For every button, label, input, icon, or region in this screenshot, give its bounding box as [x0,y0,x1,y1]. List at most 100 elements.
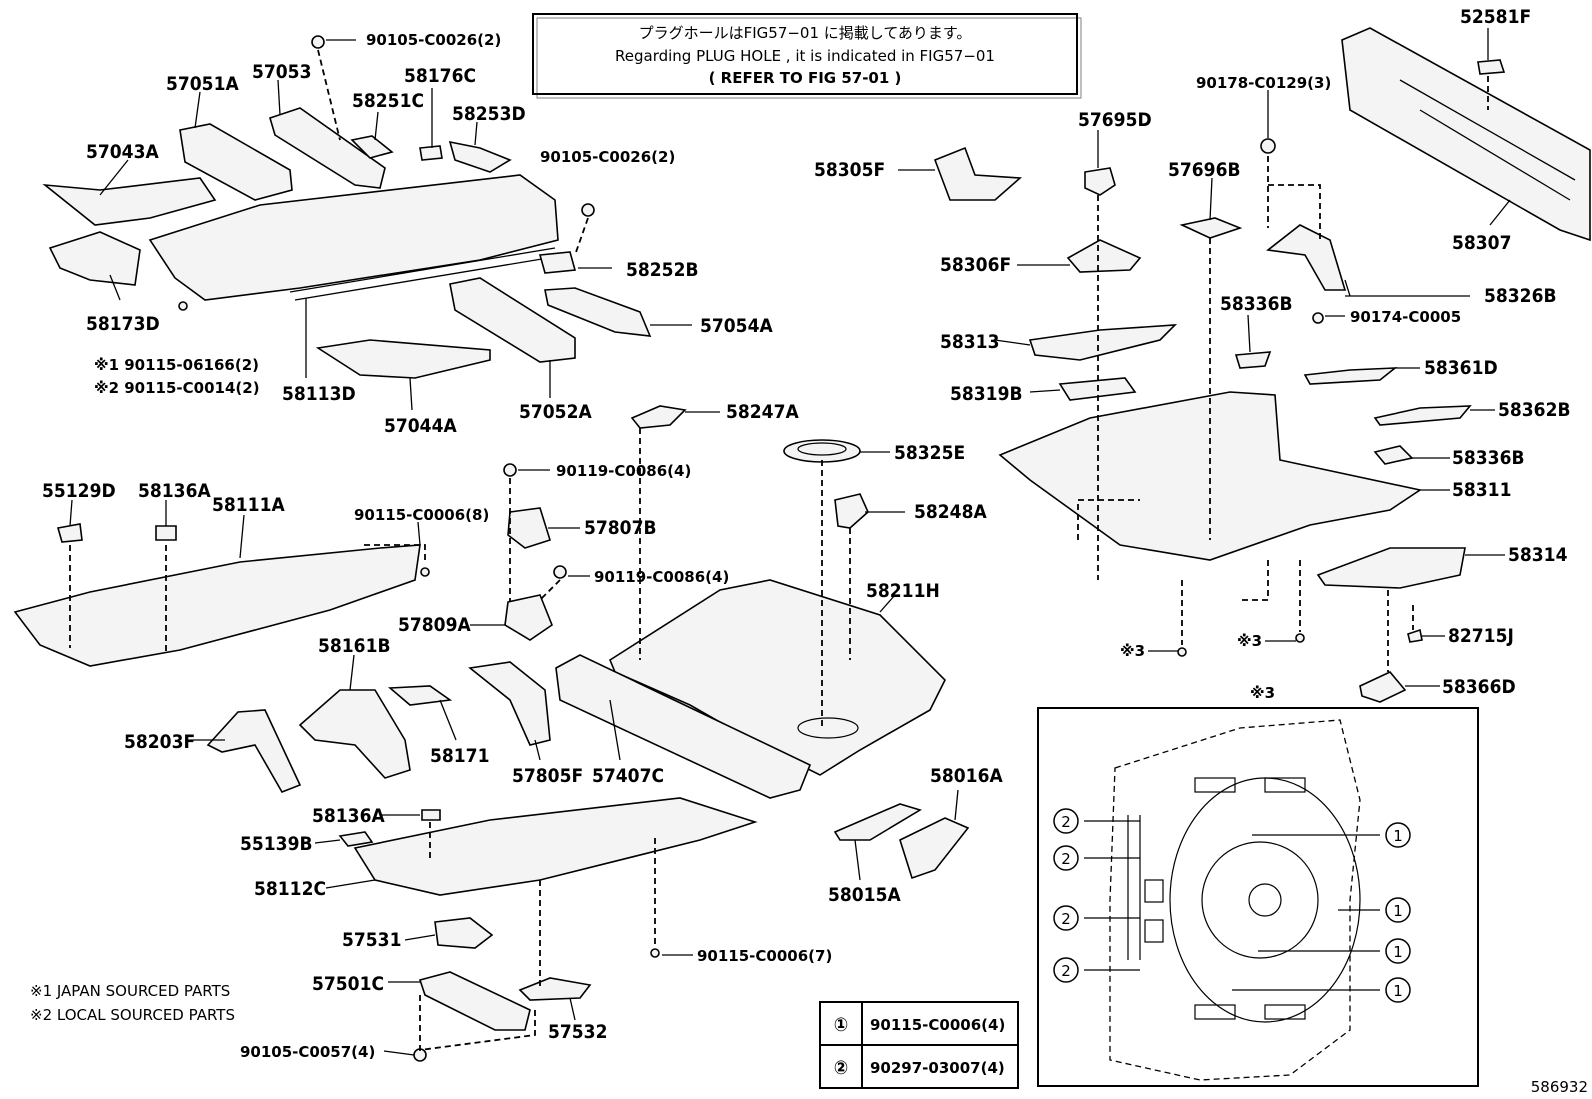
part-58251c[interactable] [350,135,394,159]
part-58211h[interactable] [609,579,946,776]
part-57696b[interactable] [1179,217,1243,239]
label-58326b: 58326B [1484,285,1557,307]
part-57807b[interactable] [507,507,552,549]
detail-title: ※3 [1250,684,1275,702]
label-58111a: 58111A [212,494,285,516]
label-58136a-bottom: 58136A [312,805,385,827]
legend-part-1: 90115-C0006(4) [870,1016,1005,1034]
label-58253d: 58253D [452,103,526,125]
label-58314: 58314 [1508,544,1568,566]
bolt-icon [178,301,188,311]
nut-icon [1312,312,1324,324]
callout-2: 2 [1061,910,1071,928]
part-58136a-top[interactable] [155,525,177,541]
part-55139b[interactable] [338,831,374,847]
label-57052a: 57052A [519,401,592,423]
part-58314[interactable] [1316,547,1466,589]
part-58176c[interactable] [419,145,443,161]
label-90178-c0129: 90178-C0129(3) [1196,74,1331,92]
label-57407c: 57407C [592,765,664,787]
part-58171[interactable] [387,685,453,706]
label-58336b-upper: 58336B [1220,293,1293,315]
part-57531[interactable] [434,917,494,949]
label-58306f: 58306F [940,254,1011,276]
label-58136a-top: 58136A [138,480,211,502]
part-58305f[interactable] [933,146,1022,201]
label-57044a: 57044A [384,415,457,437]
label-58171: 58171 [430,745,489,767]
label-58016a: 58016A [930,765,1003,787]
part-57501c[interactable] [418,971,531,1031]
part-57051a[interactable] [179,123,293,201]
part-58306f[interactable] [1066,239,1142,273]
part-57407c[interactable] [555,654,812,799]
label-58112c: 58112C [254,878,326,900]
part-57695d[interactable] [1084,167,1116,196]
part-57532[interactable] [518,977,592,1001]
part-58136a-bottom[interactable] [421,809,441,821]
label-57809a: 57809A [398,614,471,636]
label-58325e: 58325E [894,442,965,464]
part-57043a[interactable] [42,177,217,226]
part-58252b[interactable] [538,251,577,274]
part-58015a[interactable] [833,803,922,841]
ref-3-left: ※3 [1120,642,1145,660]
part-57805f[interactable] [468,661,551,746]
part-52581f[interactable] [1477,59,1506,75]
label-57043a: 57043A [86,141,159,163]
part-58203f[interactable] [206,709,302,793]
part-57809a[interactable] [504,594,553,641]
part-58307[interactable] [1341,27,1591,242]
part-58362b[interactable] [1373,405,1472,426]
label-58161b: 58161B [318,635,391,657]
part-58366d[interactable] [1359,671,1407,703]
label-58211h: 58211H [866,580,940,602]
bolt-icon [650,948,660,958]
label-58336b-lower: 58336B [1452,447,1525,469]
part-58112c[interactable] [353,797,758,896]
label-58252b: 58252B [626,259,699,281]
part-58113d[interactable] [148,174,559,301]
label-55139b: 55139B [240,833,313,855]
part-58361d[interactable] [1303,367,1398,385]
part-58247a[interactable] [630,405,687,429]
part-58111a[interactable] [13,544,421,667]
part-57053[interactable] [269,107,386,189]
rear-floor-group [933,27,1591,703]
part-57054a[interactable] [544,287,652,337]
part-58311[interactable] [998,391,1423,561]
bolt-icon [503,463,517,477]
notice-line-2: Regarding PLUG HOLE , it is indicated in… [615,47,995,65]
part-82715j[interactable] [1407,628,1423,643]
ref-3-right: ※3 [1237,632,1262,650]
part-58161b[interactable] [298,689,411,779]
bolt-icon [420,567,430,577]
part-58326b[interactable] [1266,224,1347,291]
part-58248a[interactable] [834,493,869,529]
label-58362b: 58362B [1498,399,1571,421]
part-58313[interactable] [1028,324,1178,361]
label-58203f: 58203F [124,731,195,753]
part-57044a[interactable] [315,339,491,379]
label-57696b: 57696B [1168,159,1241,181]
nut-icon [1260,138,1276,154]
label-57807b: 57807B [584,517,657,539]
part-55129d[interactable] [56,523,83,543]
bolt-icon [553,565,567,579]
label-58305f: 58305F [814,159,885,181]
label-90105-c0057: 90105-C0057(4) [240,1043,375,1061]
part-58016a[interactable] [899,817,970,880]
legend-mark-2: ② [834,1057,848,1079]
label-90174-c0005: 90174-C0005 [1350,308,1461,326]
part-58336b-upper[interactable] [1234,351,1272,369]
part-58253d[interactable] [448,140,512,173]
label-58361d: 58361D [1424,357,1498,379]
label-57051a: 57051A [166,73,239,95]
part-58336b-lower[interactable] [1373,445,1414,465]
front-floor-group [42,35,652,379]
part-57052a[interactable] [449,277,576,363]
part-58173d[interactable] [48,231,141,286]
label-58113d: 58113D [282,383,356,405]
label-57531: 57531 [342,929,401,951]
